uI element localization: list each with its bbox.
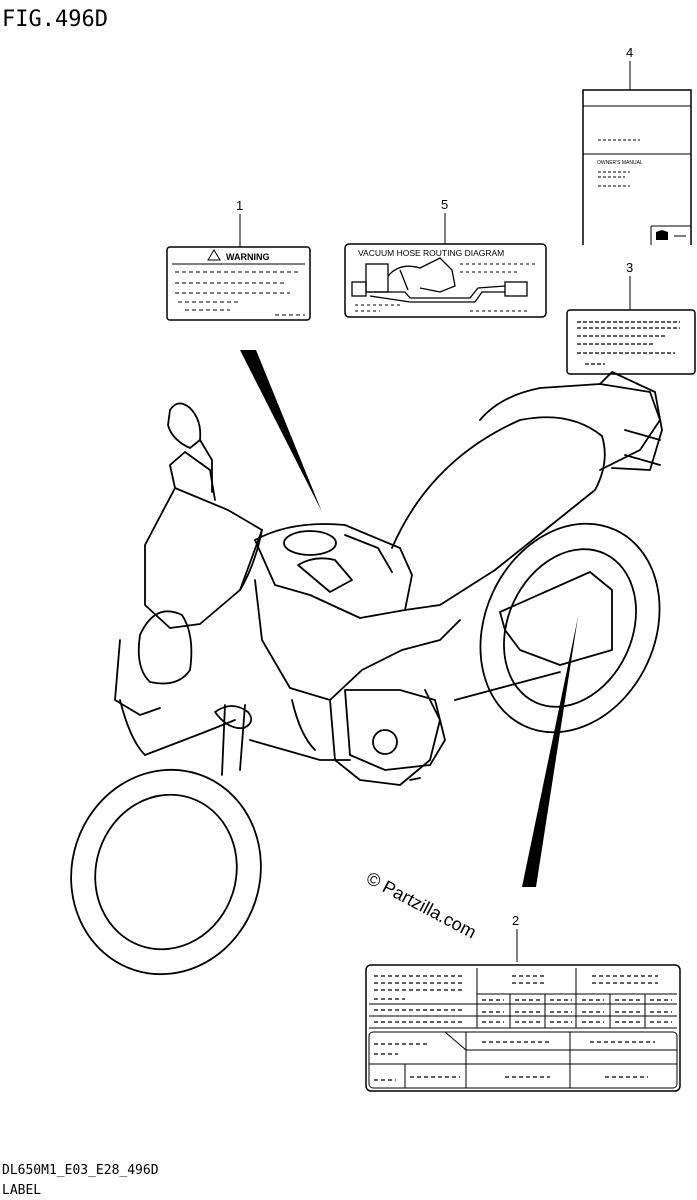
placement-wedge-label-1 xyxy=(240,350,322,512)
motorcycle-outline xyxy=(70,371,663,976)
callout-number-1: 1 xyxy=(236,198,243,213)
label-1-warning[interactable]: WARNING xyxy=(166,246,311,321)
callout-3[interactable]: 3 xyxy=(626,260,633,310)
callout-1[interactable]: 1 xyxy=(236,198,243,247)
placement-wedge-label-2 xyxy=(522,617,578,887)
callout-4[interactable]: 4 xyxy=(626,45,633,90)
warning-text: WARNING xyxy=(226,252,270,262)
callout-number-5: 5 xyxy=(441,197,448,212)
callout-number-4: 4 xyxy=(626,45,633,60)
label-3[interactable] xyxy=(566,309,696,375)
label-4-owners-manual[interactable]: OWNER'S MANUAL xyxy=(582,89,692,245)
callout-number-2: 2 xyxy=(512,913,519,928)
owners-manual-text: OWNER'S MANUAL xyxy=(597,160,643,166)
callout-2[interactable]: 2 xyxy=(512,913,519,962)
warning-triangle-icon xyxy=(207,249,221,261)
vacuum-diagram-title: VACUUM HOSE ROUTING DIAGRAM xyxy=(358,248,504,258)
label-5-vacuum-hose-diagram[interactable]: VACUUM HOSE ROUTING DIAGRAM xyxy=(344,243,547,318)
callout-number-3: 3 xyxy=(626,260,633,275)
callout-5[interactable]: 5 xyxy=(441,197,448,244)
label-2-info-table[interactable] xyxy=(365,964,681,1092)
figure-code: DL650M1_E03_E28_496D xyxy=(2,1163,159,1178)
watermark: © Partzilla.com xyxy=(363,868,479,943)
book-icon xyxy=(656,230,668,240)
figure-title: FIG.496D xyxy=(2,7,108,32)
figure-name: LABEL xyxy=(2,1183,41,1198)
